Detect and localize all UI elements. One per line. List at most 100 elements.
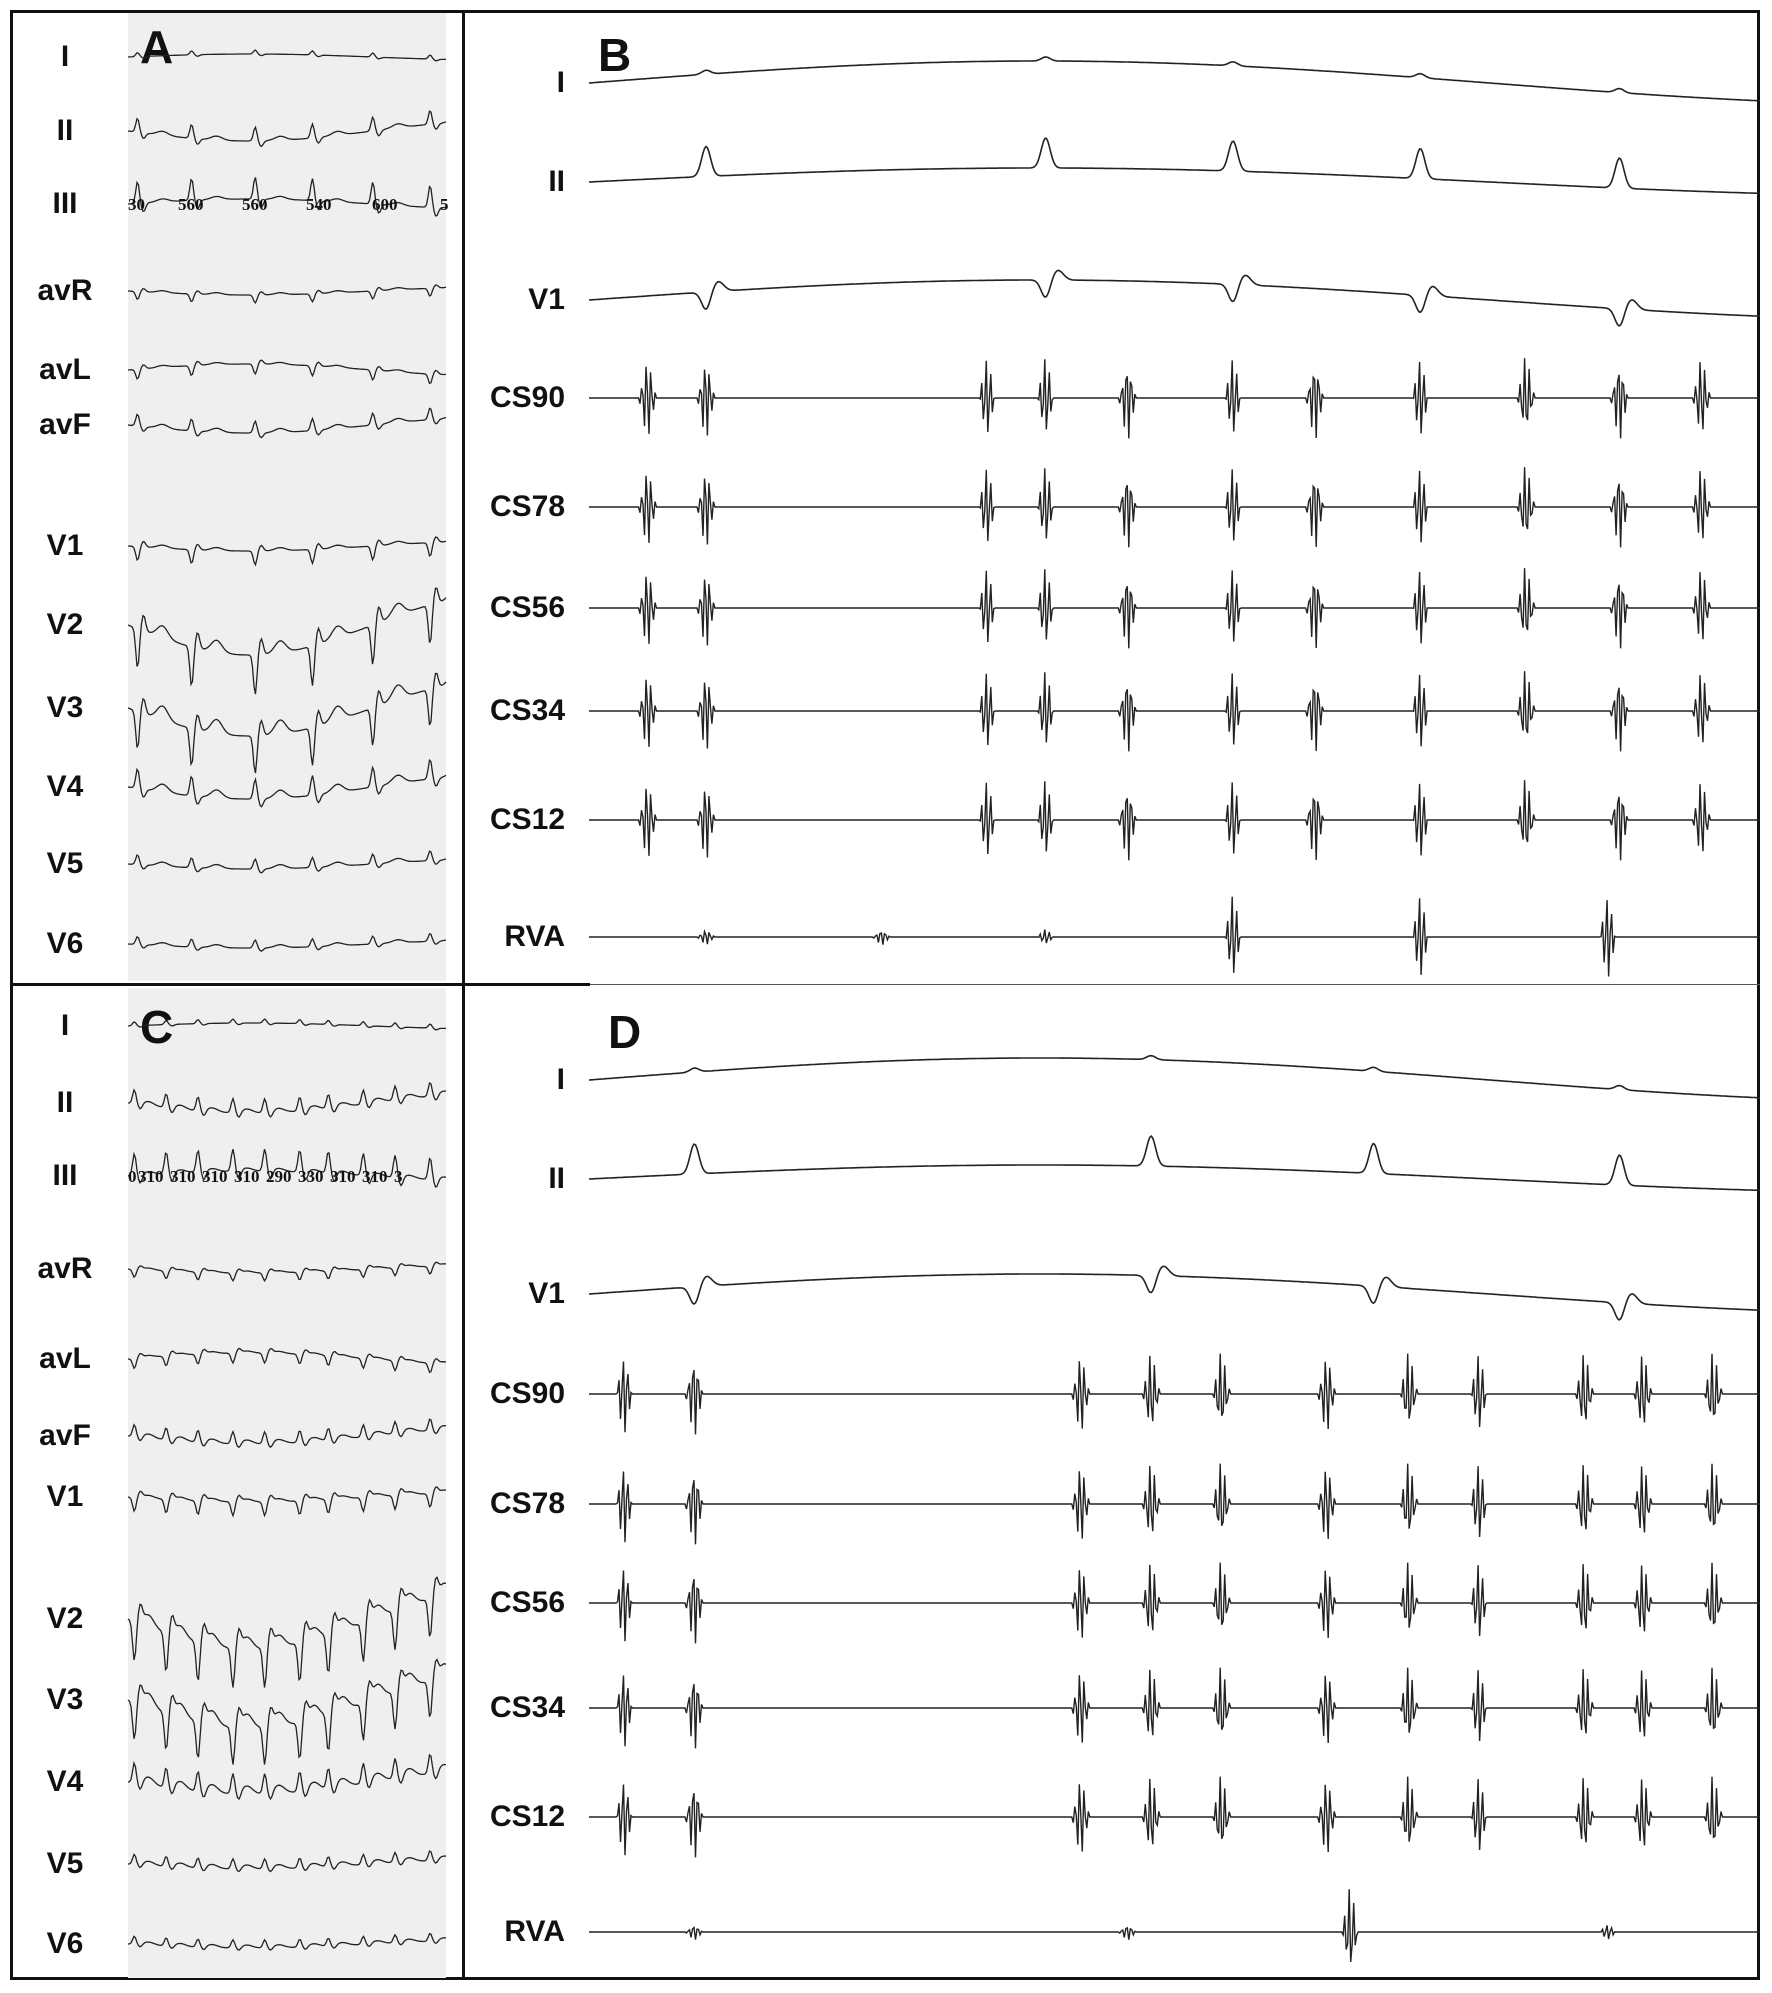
lead-label-c-avr: avR (37, 1252, 93, 1285)
ecg-trace-a-v5 (127, 850, 447, 874)
lead-label-b-i: I (556, 66, 565, 99)
ecg-trace-c-v6 (127, 1932, 447, 1951)
lead-label-b-cs90: CS90 (489, 381, 565, 414)
rr-interval-label: 600 (372, 195, 398, 214)
lead-label-b-cs78: CS78 (489, 490, 565, 523)
rr-interval-label: 310 (202, 1167, 228, 1186)
lead-label-b-cs12: CS12 (489, 803, 565, 836)
ecg-trace-a-v2 (127, 587, 447, 695)
rr-interval-label: 330 (298, 1167, 324, 1186)
lead-label-a-v4: V4 (46, 770, 84, 803)
ecg-trace-c-v1 (127, 1486, 447, 1518)
lead-label-b-rva: RVA (504, 920, 565, 953)
lead-label-d-v1: V1 (528, 1277, 565, 1310)
lead-label-b-cs34: CS34 (489, 694, 565, 727)
lead-label-c-avl: avL (39, 1342, 91, 1375)
lead-label-a-iii: III (52, 187, 78, 220)
rr-interval-label: 0 (128, 1167, 137, 1186)
ecg-trace-c-avf (127, 1418, 447, 1449)
lead-label-c-v2: V2 (46, 1602, 84, 1635)
rr-interval-label: 3 (394, 1167, 403, 1186)
trace-d-ii (588, 1134, 1760, 1192)
ecg-trace-c-v4 (127, 1753, 447, 1801)
lead-label-b-v1: V1 (528, 283, 565, 316)
rr-interval-label: 310 (170, 1167, 196, 1186)
lead-label-a-avf: avF (39, 408, 91, 441)
trace-b-cs56 (589, 568, 1760, 649)
trace-b-cs34 (589, 671, 1760, 752)
lead-label-c-v1: V1 (46, 1480, 84, 1513)
trace-d-cs78 (589, 1463, 1760, 1545)
ecg-trace-c-iii (127, 1148, 447, 1188)
ecg-trace-a-avl (127, 359, 447, 385)
lead-label-c-avf: avF (39, 1419, 91, 1452)
trace-b-i (588, 56, 1761, 102)
trace-b-rva (589, 896, 1760, 977)
lead-label-a-avr: avR (37, 274, 93, 307)
figure-frame (10, 10, 1760, 1980)
horizontal-divider (10, 983, 590, 986)
lead-label-a-avl: avL (39, 353, 91, 386)
panel-d-letter: D (608, 1006, 642, 1058)
rr-interval-label: 310 (234, 1167, 260, 1186)
rr-interval-label: 310 (138, 1167, 164, 1186)
trace-b-cs12 (589, 780, 1760, 861)
trace-b-ii (588, 137, 1760, 195)
rr-interval-label: 560 (242, 195, 268, 214)
lead-label-a-ii: II (56, 114, 74, 147)
lead-label-d-cs56: CS56 (489, 1586, 565, 1619)
ecg-trace-a-ii (127, 110, 447, 148)
rr-interval-label: 5 (440, 195, 449, 214)
lead-label-a-i: I (60, 40, 70, 73)
lead-label-c-i: I (60, 1009, 70, 1042)
ecg-trace-a-avf (127, 407, 447, 439)
lead-label-a-v2: V2 (46, 608, 84, 641)
lead-label-a-v6: V6 (46, 927, 84, 960)
lead-label-b-cs56: CS56 (489, 591, 565, 624)
ecg-trace-c-v2 (127, 1576, 447, 1688)
ecg-trace-c-ii (127, 1081, 447, 1119)
lead-label-c-v4: V4 (46, 1765, 84, 1798)
trace-b-cs90 (589, 358, 1760, 439)
lead-label-c-ii: II (56, 1086, 74, 1119)
lead-label-a-v3: V3 (46, 691, 84, 724)
trace-d-i (588, 1054, 1761, 1099)
lead-label-a-v1: V1 (46, 529, 84, 562)
lead-label-d-i: I (556, 1063, 565, 1096)
ecg-trace-c-i (127, 1018, 446, 1031)
panel-a-ecg-strip (128, 13, 446, 981)
lead-label-d-rva: RVA (504, 1915, 565, 1948)
lead-label-a-v5: V5 (46, 847, 84, 880)
panel-b-letter: B (598, 29, 632, 81)
panel-c-ecg-strip (128, 988, 446, 1978)
trace-d-cs56 (589, 1562, 1760, 1644)
lead-label-c-v6: V6 (46, 1927, 84, 1960)
ecg-trace-a-avr (127, 284, 447, 304)
trace-d-v1 (588, 1265, 1761, 1321)
ecg-trace-c-v3 (127, 1658, 447, 1765)
panel-a-letter: A (140, 21, 174, 73)
trace-d-cs90 (589, 1353, 1760, 1435)
lead-label-c-v5: V5 (46, 1847, 84, 1880)
lead-label-b-ii: II (548, 165, 565, 198)
ecg-trace-c-avl (127, 1347, 447, 1374)
ecg-trace-a-i (127, 49, 446, 62)
ecg-trace-a-v1 (127, 536, 447, 567)
ecg-trace-a-v6 (127, 932, 447, 952)
ecg-trace-a-v4 (127, 758, 447, 808)
ecg-trace-a-iii (127, 177, 447, 217)
rr-interval-label: 540 (306, 195, 332, 214)
rr-interval-label: 310 (362, 1167, 388, 1186)
ecg-trace-c-avr (127, 1261, 447, 1283)
trace-b-cs78 (589, 467, 1760, 548)
rr-interval-label: 30 (128, 195, 145, 214)
trace-d-cs34 (589, 1667, 1760, 1749)
lead-label-d-cs78: CS78 (489, 1487, 565, 1520)
panel-c-letter: C (140, 1001, 174, 1053)
trace-b-v1 (588, 269, 1761, 327)
rr-interval-label: 560 (178, 195, 204, 214)
rr-interval-label: 310 (330, 1167, 356, 1186)
ecg-trace-c-v5 (127, 1850, 447, 1873)
trace-d-rva (589, 1889, 1760, 1962)
